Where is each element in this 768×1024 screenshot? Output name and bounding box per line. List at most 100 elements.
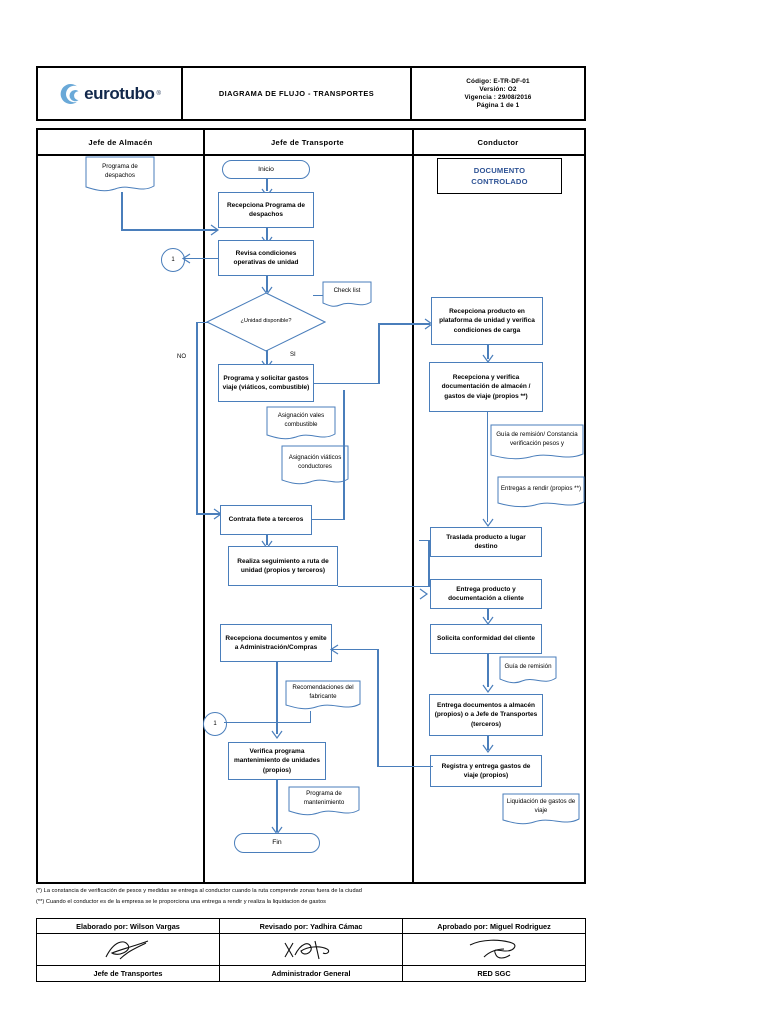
- role-approved: RED SGC: [477, 969, 511, 978]
- document-label: Asignación vales combustible: [277, 411, 325, 428]
- handwritten-signature-icon: [284, 940, 330, 959]
- logo-wordmark: eurotubo: [84, 83, 155, 103]
- document-shape-icon: [322, 281, 372, 307]
- line-gastos-to-conductor: [378, 323, 430, 325]
- document-liquidacion: Liquidación de gastos de viaje: [502, 793, 580, 827]
- connector-1-top: 1: [161, 248, 185, 272]
- process-contrata-flete: Contrata flete a terceros: [220, 505, 312, 535]
- connector-1-bottom: 1: [203, 712, 227, 736]
- document-label: Liquidación de gastos de viaje: [506, 797, 576, 814]
- document-shape-icon: [499, 656, 557, 684]
- footnote-2: (**) Cuando el conductor es de la empres…: [36, 898, 326, 905]
- arrow-to-connector-1: [181, 253, 191, 264]
- document-label: Programa de mantenimiento: [303, 789, 345, 806]
- document-label: Entregas a rendir (propios **): [500, 485, 582, 493]
- lane-divider-2: [412, 130, 414, 882]
- line-verifica-stub: [276, 722, 278, 734]
- swimlane-frame: Jefe de Almacén Jefe de Transporte Condu…: [36, 128, 586, 884]
- line-recdocs-down: [276, 662, 278, 722]
- line-recprod-down: [487, 345, 489, 359]
- meta-vigencia: Vigencia : 29/08/2016: [464, 94, 532, 101]
- signature-mark-reviewed: [220, 934, 403, 966]
- process-entrega-producto: Entrega producto y documentación a clien…: [430, 579, 542, 609]
- meta-pagina: Página 1 de 1: [476, 102, 520, 109]
- line-seguimiento-up: [428, 540, 430, 587]
- arrow-to-recepciona-documentos: [329, 644, 339, 655]
- signature-mark-prepared: [37, 934, 220, 966]
- line-return-vert: [377, 649, 379, 767]
- stamp-documento-controlado: DOCUMENTO CONTROLADO: [437, 158, 562, 194]
- signature-marks-row: [37, 934, 585, 966]
- handwritten-signature-icon: [105, 939, 149, 959]
- process-recepciona-producto: Recepciona producto en plataforma de uni…: [431, 297, 543, 345]
- document-entregas-rendir: Entregas a rendir (propios **): [497, 476, 585, 510]
- document-label: Programa de despachos: [102, 162, 138, 179]
- line-recom-left: [277, 722, 311, 724]
- document-label: Guía de remisión/ Constancia verificació…: [496, 430, 578, 447]
- line-doc-down: [121, 192, 123, 230]
- line-si-down: [266, 350, 268, 366]
- line-inicio-down: [266, 179, 268, 191]
- line-revisa-to-connector: [183, 258, 219, 260]
- document-shape-icon: [497, 476, 585, 508]
- meta-codigo: Código: E-TR-DF-01: [466, 78, 530, 85]
- swimlane-headers: Jefe de Almacén Jefe de Transporte Condu…: [38, 130, 584, 156]
- signature-table: Elaborado por: Wilson Vargas Revisado po…: [36, 918, 586, 982]
- document-shape-icon: [285, 680, 361, 710]
- process-verifica-programa: Verifica programa mantenimiento de unida…: [228, 742, 326, 780]
- role-prepared: Jefe de Transportes: [37, 966, 220, 981]
- line-no-down: [196, 322, 198, 514]
- process-realiza-seguimiento: Realiza seguimiento a ruta de unidad (pr…: [228, 546, 338, 586]
- arrow-to-verifica: [271, 730, 283, 740]
- footnotes: (*) La constancia de verificación de pes…: [36, 886, 596, 907]
- document-shape-icon: [85, 156, 155, 192]
- line-rail-join: [312, 519, 345, 521]
- process-recepciona-documentos: Recepciona documentos y emite a Administ…: [220, 624, 332, 662]
- document-programa-despachos: Programa de despachos: [85, 156, 155, 194]
- arrow-entregadocs-down: [482, 744, 494, 754]
- line-gastos-up: [378, 323, 380, 384]
- arrow-to-entrega-documentos: [482, 684, 494, 694]
- document-label: Recomendaciones del fabricante: [292, 683, 354, 700]
- stamp-line-1: DOCUMENTO: [473, 165, 526, 175]
- document-header: eurotubo® DIAGRAMA DE FLUJO - TRANSPORTE…: [36, 66, 586, 121]
- line-seguimiento-right: [338, 586, 430, 588]
- lane-header-transporte: Jefe de Transporte: [271, 138, 344, 147]
- document-label: Guía de remisión: [504, 663, 552, 671]
- line-recom-down: [310, 711, 312, 723]
- document-guia-remision: Guía de remisión: [499, 656, 557, 686]
- prepared-by: Elaborado por: Wilson Vargas: [37, 919, 220, 934]
- lane-header-conductor: Conductor: [477, 138, 519, 147]
- line-return-from-registra: [377, 766, 433, 768]
- company-logo: eurotubo®: [38, 68, 183, 119]
- process-recepciona-programa: Recepciona Programa de despachos: [218, 192, 314, 228]
- label-si: SI: [290, 352, 296, 358]
- line-checklist-link: [313, 295, 323, 297]
- document-guia-constancia: Guía de remisión/ Constancia verificació…: [490, 424, 584, 462]
- line-return-to-recdocs: [332, 649, 378, 651]
- line-entregadocs-down: [487, 736, 489, 750]
- document-meta: Código: E-TR-DF-01 Versión: O2 Vigencia …: [412, 68, 584, 119]
- decision-unidad-disponible: ¿Unidad disponible?: [205, 292, 327, 352]
- terminator-fin: Fin: [234, 833, 320, 853]
- terminator-inicio: Inicio: [222, 160, 310, 179]
- line-conformidad-down: [487, 654, 489, 687]
- document-checklist: Check list: [322, 281, 372, 309]
- document-label: Check list: [333, 287, 361, 295]
- document-recomendaciones: Recomendaciones del fabricante: [285, 680, 361, 712]
- signature-roles-row: Jefe de Transportes Administrador Genera…: [37, 966, 585, 981]
- line-doc-rail-down: [487, 412, 489, 522]
- handwritten-signature-icon: [469, 939, 516, 959]
- process-registra-entrega: Registra y entrega gastos de viaje (prop…: [430, 755, 542, 787]
- line-revisa-down: [266, 276, 268, 292]
- arrow-to-entrega-producto: [419, 588, 429, 600]
- process-revisa-condiciones: Revisa condiciones operativas de unidad: [218, 240, 314, 276]
- document-shape-icon: [502, 793, 580, 825]
- lane-header-almacen: Jefe de Almacén: [88, 138, 153, 147]
- document-asignacion-vales: Asignación vales combustible: [266, 406, 336, 442]
- line-connector-to-verifica: [224, 722, 276, 724]
- stamp-line-2: CONTROLADO: [471, 177, 528, 186]
- line-no-right: [196, 513, 220, 515]
- label-no: NO: [177, 354, 186, 360]
